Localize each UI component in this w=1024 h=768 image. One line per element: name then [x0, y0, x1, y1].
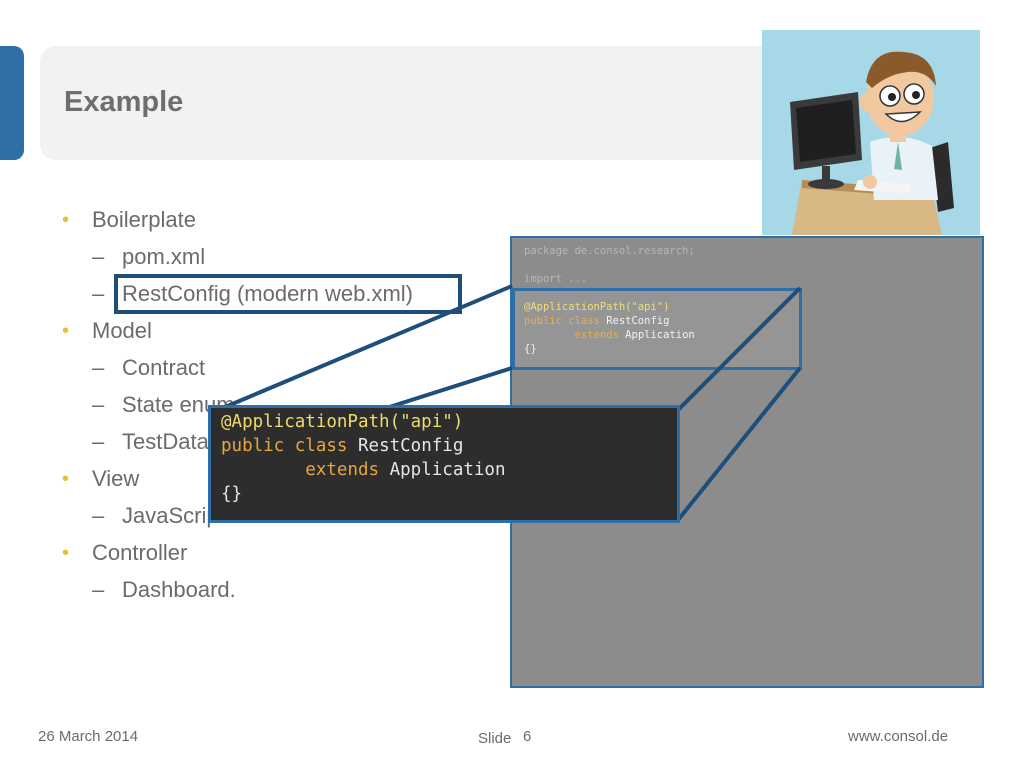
bullet-highlight-box — [114, 274, 462, 314]
zoom-body: {} — [221, 484, 243, 504]
bullet-item: Model — [62, 315, 413, 352]
footer-date: 26 March 2014 — [38, 728, 139, 745]
code-keyword-class: class — [568, 315, 600, 327]
code-class-name: RestConfig — [606, 315, 670, 327]
zoom-keyword-public: public — [221, 436, 285, 456]
zoom-annotation: @ApplicationPath("api") — [221, 412, 464, 432]
zoom-keyword-extends: extends — [305, 460, 380, 480]
bullet-subitem: Contract — [62, 352, 413, 389]
code-package-keyword: package — [524, 245, 569, 257]
bullet-item: Controller — [62, 537, 413, 574]
cartoon-man-at-computer-icon — [762, 30, 980, 235]
zoom-superclass: Application — [389, 460, 506, 480]
bullet-subitem: pom.xml — [62, 241, 413, 278]
bullet-subitem: TestData — [62, 426, 413, 463]
code-keyword-extends: extends — [574, 329, 619, 341]
bullet-item: View — [62, 463, 413, 500]
code-highlight-frame — [512, 288, 802, 370]
code-zoom-listing: @ApplicationPath("api") public class Res… — [221, 410, 506, 506]
footer-slide-number: 6 — [523, 728, 532, 745]
code-body: {} — [524, 343, 537, 355]
code-package-name: de.consol.research; — [574, 245, 695, 257]
title-band — [40, 46, 800, 160]
zoom-class-name: RestConfig — [358, 436, 464, 456]
title-accent-bar — [0, 46, 24, 160]
code-zoom-box: @ApplicationPath("api") public class Res… — [208, 405, 680, 523]
zoom-keyword-class: class — [294, 436, 348, 456]
footer-url: www.consol.de — [848, 728, 949, 745]
slide-title: Example — [64, 86, 184, 118]
bullet-subitem: Dashboard. — [62, 574, 413, 611]
footer-slide-label: Slide — [478, 730, 512, 747]
bullet-item: Boilerplate — [62, 204, 413, 241]
bullet-subitem: JavaScript — [62, 500, 413, 537]
code-listing: package de.consol.research; import ... @… — [524, 244, 695, 356]
code-keyword-public: public — [524, 315, 562, 327]
code-annotation: @ApplicationPath("api") — [524, 301, 670, 313]
code-import-line: import ... — [524, 273, 588, 285]
